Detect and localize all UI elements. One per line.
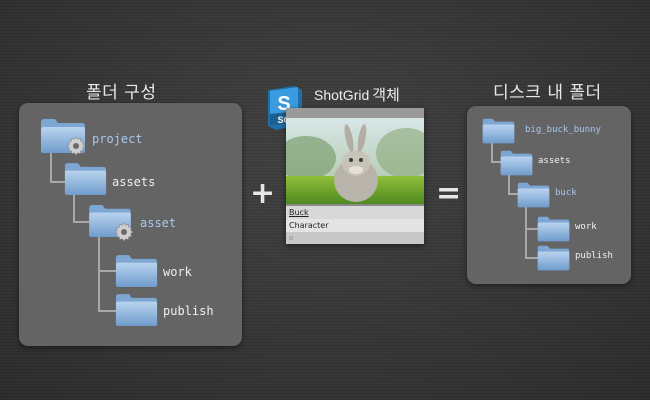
folder-icon [64, 163, 107, 195]
entity-footer: o [286, 232, 424, 244]
gear-icon [114, 222, 134, 242]
folder-icon [517, 182, 550, 208]
folder-icon [500, 150, 533, 176]
tree-connector [50, 181, 66, 183]
folder-icon [537, 216, 570, 242]
folder-label: publish [163, 304, 214, 318]
shotgrid-title-brand: ShotGrid [314, 87, 370, 103]
folder-label: big_buck_bunny [525, 125, 601, 135]
entity-thumbnail [286, 118, 424, 204]
tree-connector [73, 194, 75, 222]
tree-connector [98, 236, 100, 311]
left-section-title: 폴더 구성 [86, 83, 157, 103]
folder-label: work [163, 265, 192, 279]
entity-type: Character [286, 219, 424, 232]
tree-connector [525, 204, 527, 258]
folder-label: publish [575, 251, 613, 261]
card-header [286, 108, 424, 118]
tree-connector [525, 228, 539, 230]
tree-connector [98, 310, 116, 312]
right-section-title: 디스크 내 폴더 [493, 83, 602, 103]
shotgrid-title-suffix: 객체 [372, 86, 400, 104]
folder-label: work [575, 222, 597, 232]
tree-connector [525, 257, 539, 259]
tree-connector [508, 170, 510, 194]
folder-icon [115, 294, 158, 326]
folder-icon [115, 255, 158, 287]
folder-label: buck [555, 188, 577, 198]
entity-name-link[interactable]: Buck [286, 206, 424, 219]
folder-label: asset [140, 216, 177, 230]
tree-connector [73, 221, 89, 223]
logo-text: SG [277, 115, 290, 125]
entity-card: Buck Character o [286, 108, 424, 244]
plus-sign: + [250, 176, 276, 211]
gear-icon [66, 136, 86, 156]
folder-label: assets [112, 175, 156, 189]
folder-icon [482, 118, 515, 144]
tree-connector [50, 152, 52, 182]
folder-label: assets [538, 156, 571, 166]
tree-connector [491, 161, 503, 163]
equals-sign: = [436, 176, 462, 211]
folder-label: project [92, 132, 143, 146]
tree-connector [98, 270, 116, 272]
tree-connector [491, 140, 493, 162]
folder-icon [537, 245, 570, 271]
tree-connector [508, 193, 520, 195]
